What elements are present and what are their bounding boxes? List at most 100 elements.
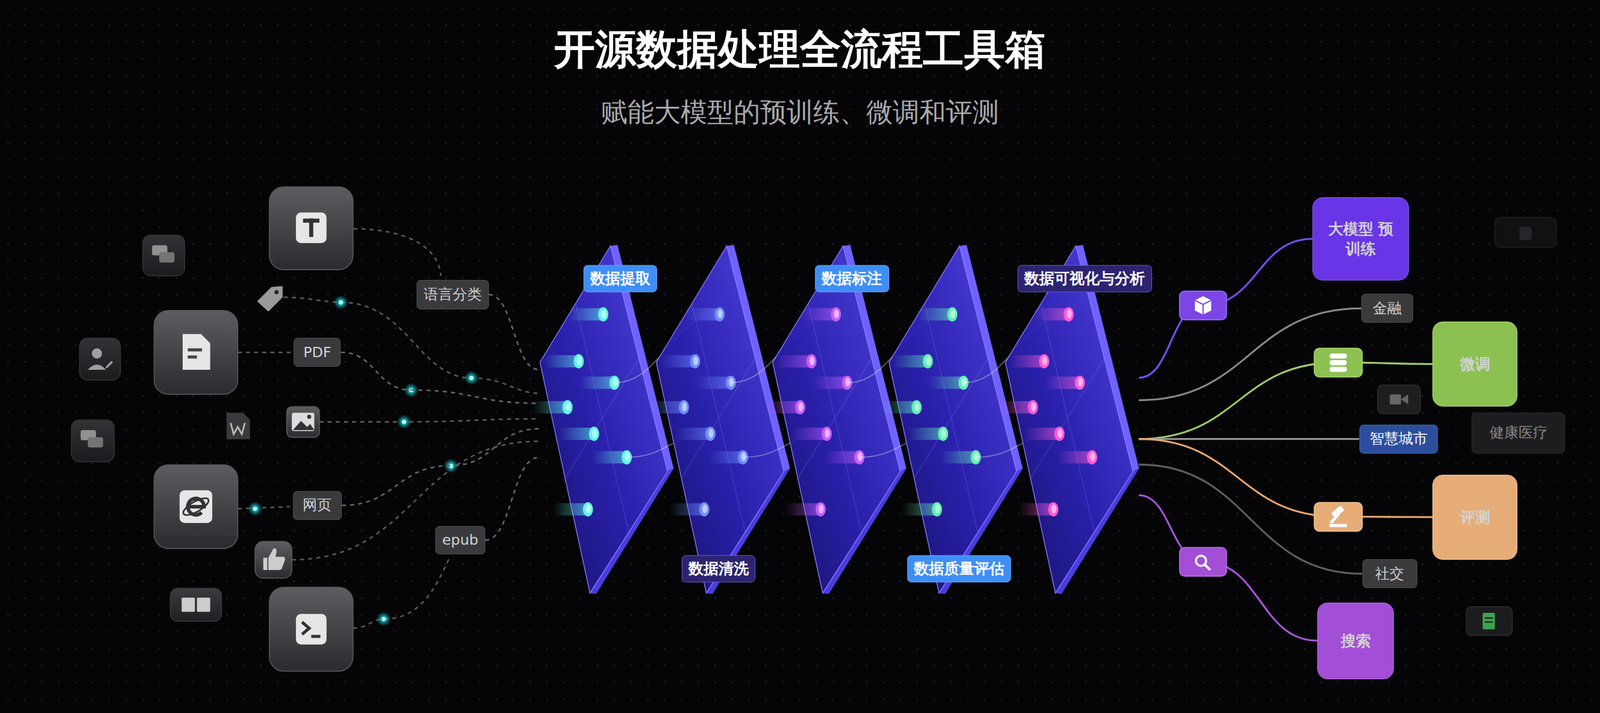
subtitle-wrap: 赋能大模型的预训练、微调和评测 [0, 94, 1600, 131]
panel-grid-line [565, 358, 640, 478]
database-icon-part [1329, 359, 1347, 365]
dot-trail [892, 355, 928, 368]
data-dot-highlight [592, 428, 597, 438]
glow-dots [247, 294, 479, 626]
panel-plane-shape [1004, 244, 1139, 594]
dot-trail [824, 450, 860, 463]
tag-text: 语言分类 [423, 285, 482, 304]
connector [1138, 464, 1363, 574]
data-dot-highlight [934, 503, 940, 514]
data-dot [1038, 353, 1049, 369]
connector [485, 456, 539, 540]
sheet-icon-part [1466, 606, 1512, 635]
data-dot [937, 426, 948, 441]
dot-trail [579, 376, 615, 389]
sheet-icon-part [1484, 616, 1494, 618]
sheet-icon [1466, 606, 1512, 635]
data-dot-highlight [1077, 377, 1083, 387]
dot-trail [559, 427, 595, 440]
terminal-icon-tile-part [311, 634, 321, 638]
document-icon-tile-part [187, 355, 197, 359]
glow-dots-part [376, 611, 392, 626]
dot-trail [881, 400, 917, 413]
data-dot-highlight [824, 428, 830, 438]
dot-trail [1009, 355, 1045, 368]
glow-dots-part [402, 419, 407, 424]
dot-trail [695, 376, 731, 389]
tag-box: 网页 [292, 490, 342, 520]
leader-lines [237, 228, 539, 628]
search-icon-part [1196, 555, 1207, 566]
video-icon-part [1401, 394, 1409, 405]
dot-trail [669, 502, 705, 515]
tag-text: 金融 [1372, 299, 1402, 318]
data-dot-highlight [708, 428, 714, 438]
faded-bag-icon [1495, 217, 1557, 248]
chat-icon [71, 419, 114, 462]
document-icon-tile [154, 310, 239, 395]
data-dot [714, 306, 725, 322]
terminal-icon-tile-part [269, 587, 354, 671]
data-dot [1027, 399, 1038, 415]
data-dot [947, 306, 958, 322]
box-text: 评测 [1460, 507, 1491, 527]
dot-trail [776, 355, 812, 368]
dot-trail [543, 355, 579, 368]
tag-icon [257, 285, 283, 312]
person-icon-part [91, 347, 102, 359]
browser-icon-tile-part [154, 464, 239, 549]
panel-plane: 数据质量评估 [888, 244, 1023, 594]
connector [1138, 437, 1360, 440]
data-dot [705, 426, 716, 441]
thumbs-up-icon-part [268, 548, 286, 570]
text-icon-tile-part [309, 218, 314, 237]
sheet-icon-part [1484, 620, 1494, 623]
dot-trail [568, 308, 604, 321]
glow-dots-part [253, 506, 258, 511]
data-dot [689, 353, 700, 369]
tag-box: 金融 [1361, 293, 1414, 323]
data-dot [678, 399, 690, 415]
data-dot [562, 399, 573, 415]
dot-trail [708, 450, 744, 463]
search-icon [1179, 547, 1227, 576]
browser-icon-tile [154, 464, 239, 549]
thumbs-up-icon-part [255, 541, 292, 579]
tag-box: 智慧城市 [1359, 424, 1438, 454]
dot-trail [812, 376, 848, 389]
cube-icon-part [1194, 300, 1212, 305]
chat-icon-part [88, 437, 104, 448]
data-dot [821, 426, 832, 441]
database-icon [1314, 347, 1363, 377]
word-file-icon [226, 412, 251, 439]
tag-text: 智慧城市 [1369, 429, 1428, 448]
connector [1138, 238, 1313, 378]
hammer-icon-part [1329, 523, 1347, 527]
image-icon-part [291, 412, 315, 431]
data-dot [1053, 426, 1065, 441]
panel-plane-shape [538, 244, 674, 594]
panel-plane-shape [655, 244, 790, 594]
dot-trail [941, 450, 977, 463]
data-dot [698, 502, 709, 517]
tag-text: 健康医疗 [1489, 423, 1548, 442]
document-icon-tile-part [187, 347, 202, 351]
image-icon-part [306, 414, 312, 419]
data-dot-highlight [833, 309, 839, 319]
panel-grid-line [798, 358, 872, 478]
database-icon-part [1329, 366, 1347, 372]
data-dot-highlight [1030, 402, 1036, 412]
data-dot-highlight [1089, 452, 1095, 462]
leader-lines-part [353, 228, 442, 276]
image-icon-part [292, 420, 315, 430]
dot-trail [907, 427, 943, 440]
data-dot [830, 306, 841, 322]
cube-icon [1179, 291, 1227, 320]
tag-box: epub [435, 525, 486, 555]
data-dot [1063, 306, 1074, 322]
panel-face [539, 245, 668, 593]
dot-trail [928, 376, 964, 389]
target-box: 搜索 [1317, 602, 1394, 679]
title-text: 开源数据处理全流程工具箱 [554, 25, 1046, 73]
